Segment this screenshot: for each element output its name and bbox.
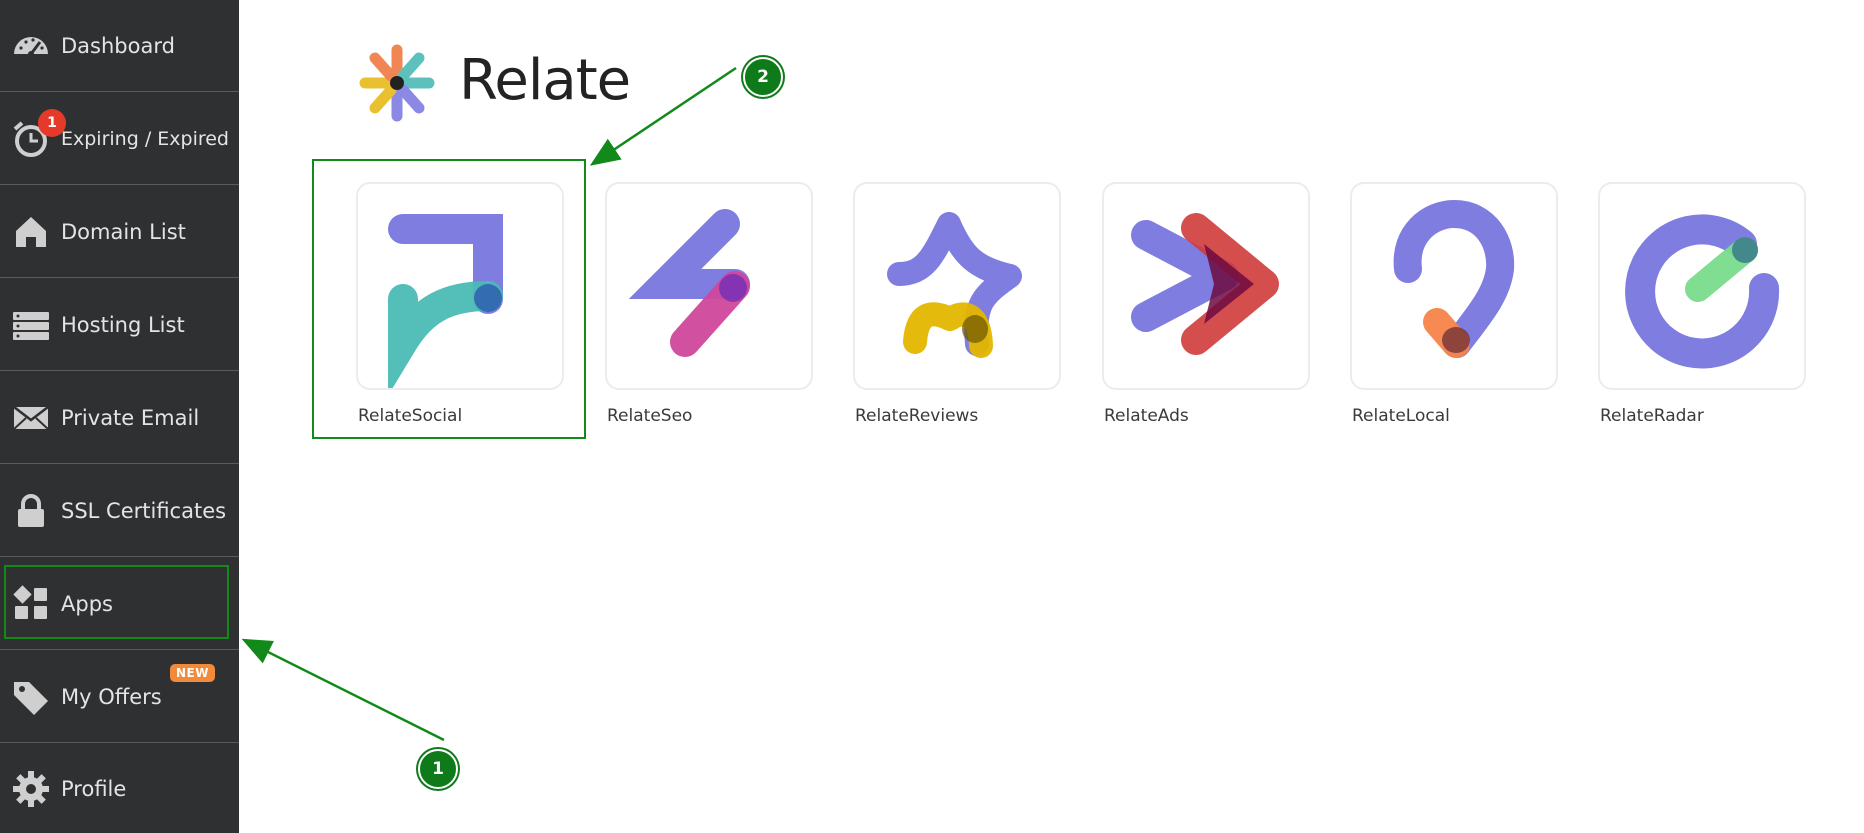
apps-grid-icon	[13, 584, 47, 619]
tag-icon	[14, 681, 48, 715]
sidebar-item-label: Dashboard	[61, 33, 175, 58]
sidebar-item-label: Expiring / Expired	[61, 127, 229, 150]
relate-ads-icon	[1131, 213, 1279, 355]
app-label-relate-local[interactable]: RelateLocal	[1352, 406, 1450, 426]
sidebar: Dashboard 1 Expiring / Expired Domain Li…	[0, 0, 239, 833]
relate-brand: Relate	[357, 42, 647, 124]
sidebar-item-apps[interactable]: Apps	[0, 558, 239, 650]
app-label-relate-seo[interactable]: RelateSeo	[607, 406, 693, 426]
home-icon	[16, 216, 46, 247]
relate-social-icon	[388, 214, 503, 388]
relate-logo-icon	[359, 44, 435, 122]
sidebar-item-profile[interactable]: Profile	[0, 744, 239, 833]
sidebar-item-label: Apps	[61, 591, 113, 616]
sidebar-item-label: Domain List	[61, 219, 186, 244]
app-label-relate-social[interactable]: RelateSocial	[358, 406, 463, 426]
app-card-relate-ads[interactable]	[1102, 182, 1310, 390]
relate-radar-icon	[1625, 214, 1780, 369]
app-card-relate-reviews[interactable]	[853, 182, 1061, 390]
sidebar-item-hosting-list[interactable]: Hosting List	[0, 279, 239, 371]
sidebar-item-domain-list[interactable]: Domain List	[0, 186, 239, 278]
sidebar-item-dashboard[interactable]: Dashboard	[0, 0, 239, 92]
app-card-relate-social[interactable]	[356, 182, 564, 390]
sidebar-item-ssl-certificates[interactable]: SSL Certificates	[0, 465, 239, 557]
sidebar-item-label: My Offers	[61, 684, 162, 709]
sidebar-item-my-offers[interactable]: NEW My Offers	[0, 651, 239, 743]
step-marker-2: 2	[743, 57, 783, 97]
envelope-icon	[13, 405, 49, 430]
app-label-relate-reviews[interactable]: RelateReviews	[855, 406, 979, 426]
brand-name: Relate	[459, 48, 631, 113]
sidebar-item-label: Hosting List	[61, 312, 185, 337]
app-card-relate-local[interactable]	[1350, 182, 1558, 390]
sidebar-item-expiring[interactable]: 1 Expiring / Expired	[0, 93, 239, 185]
app-label-relate-radar[interactable]: RelateRadar	[1600, 406, 1704, 426]
expiring-count-badge: 1	[38, 109, 66, 137]
sidebar-item-label: Private Email	[61, 405, 200, 430]
relate-social-highlight-box	[312, 159, 586, 439]
alarm-clock-icon	[13, 120, 47, 157]
new-badge: NEW	[170, 664, 215, 682]
app-card-relate-radar[interactable]	[1598, 182, 1806, 390]
app-label-relate-ads[interactable]: RelateAds	[1104, 406, 1189, 426]
apps-highlight-box	[4, 565, 229, 639]
lock-icon	[18, 493, 44, 527]
relate-reviews-icon	[887, 212, 1022, 358]
relate-local-icon	[1393, 199, 1515, 358]
sidebar-item-label: SSL Certificates	[61, 498, 227, 523]
arrow-to-apps	[241, 638, 445, 742]
relate-seo-icon	[628, 209, 750, 357]
sidebar-item-private-email[interactable]: Private Email	[0, 372, 239, 464]
sidebar-item-label: Profile	[61, 776, 127, 801]
step-marker-1: 1	[418, 749, 458, 789]
server-icon	[13, 311, 49, 340]
gear-icon	[13, 770, 49, 807]
speedometer-icon	[14, 36, 48, 57]
app-card-relate-seo[interactable]	[605, 182, 813, 390]
arrow-to-relate-social	[589, 66, 737, 166]
